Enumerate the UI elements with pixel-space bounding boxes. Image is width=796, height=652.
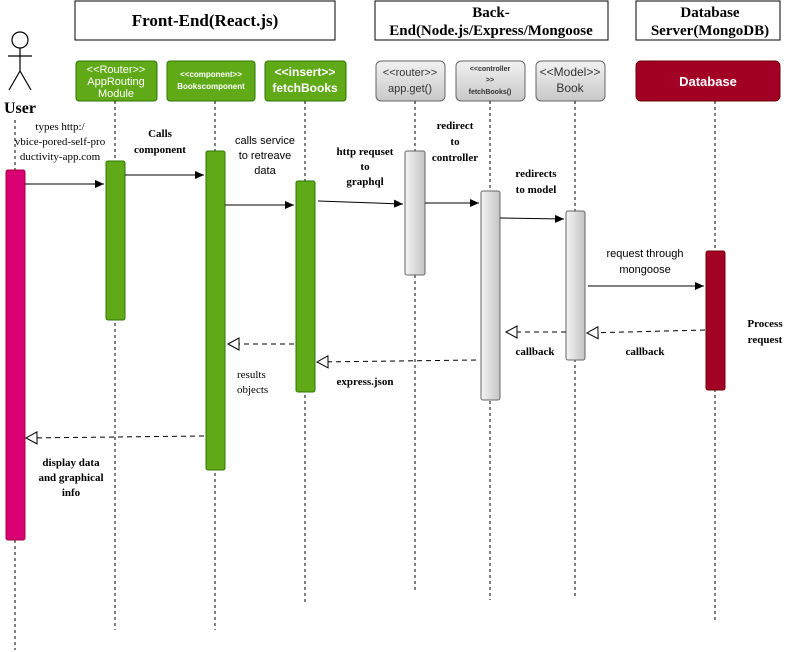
label-callback-model: callback — [515, 346, 555, 358]
label-callback-database: callback — [625, 346, 665, 358]
frontend-header-label: Front-End(React.js) — [132, 11, 279, 30]
user-actor-label: User — [4, 100, 36, 117]
label-results-objects-1: results — [237, 369, 266, 381]
label-display-data-3: info — [62, 487, 81, 499]
database-server-line1: Database — [680, 5, 740, 21]
message-labels: types http:/ vbice-pored-self-pro ductiv… — [15, 120, 784, 499]
user-actor-icon — [8, 31, 32, 91]
label-display-data-2: and graphical — [38, 472, 103, 484]
activation-bookscomponent — [205, 150, 226, 471]
activation-fetchbooks — [295, 180, 316, 393]
database-server-header: Database Server(MongoDB) — [635, 0, 781, 41]
lifeline-head-database: Database — [635, 60, 781, 102]
label-process-request-2: request — [748, 334, 783, 346]
approuting-stereotype: <<Router>> — [87, 64, 146, 76]
lifeline-head-model-book: <<Model>> Book — [535, 60, 606, 102]
label-process-request-1: Process — [747, 318, 783, 330]
label-display-data-1: display data — [42, 457, 100, 469]
label-redirects-model-2: to model — [516, 184, 557, 196]
activation-app-get — [404, 150, 426, 276]
messages-sync — [25, 171, 704, 290]
database-server-line2: Server(MongoDB) — [651, 23, 769, 39]
activation-database — [705, 250, 726, 391]
backend-header-line2: End(Node.js/Express/Mongoose — [389, 23, 593, 39]
lifeline-head-bookscomponent: <<component>> Bookscomponent — [166, 60, 256, 102]
bookscomponent-stereotype: <<component>> — [180, 70, 242, 79]
activation-controller — [480, 190, 501, 401]
label-redirect-controller-1: redirect — [437, 120, 474, 132]
label-request-mongoose-1: request through — [606, 248, 683, 260]
controller-stereotype-1: <<controller — [470, 66, 511, 73]
return-controller-to-fetchbooks — [315, 355, 477, 369]
label-redirects-model-1: redirects — [515, 168, 557, 180]
lifeline-head-fetchbooks: <<insert>> fetchBooks — [264, 60, 347, 102]
approuting-name-line1: AppRouting — [87, 76, 145, 88]
msg-controller-to-model — [499, 214, 565, 223]
label-calls-service-3: data — [254, 165, 276, 177]
label-redirect-controller-2: to — [450, 136, 460, 148]
lifeline-head-app-get: <<router>> app.get() — [375, 60, 446, 102]
lifeline-head-controller: <<controller >> fetchBooks() — [455, 60, 526, 102]
app-get-name: app.get() — [388, 83, 432, 95]
backend-header-line1: Back- — [472, 5, 510, 21]
backend-header: Back- End(Node.js/Express/Mongoose — [374, 0, 609, 41]
return-component-to-user — [24, 431, 205, 445]
lifeline-head-approuting: <<Router>> AppRouting Module — [75, 60, 158, 102]
fetchbooks-name: fetchBooks — [272, 81, 338, 95]
model-name: Book — [556, 81, 584, 95]
database-name: Database — [679, 74, 737, 89]
frontend-header: Front-End(React.js) — [74, 0, 336, 41]
activation-user — [5, 169, 26, 541]
label-types-url-1: types http:/ — [35, 121, 85, 133]
label-request-mongoose-2: mongoose — [619, 264, 670, 276]
label-types-url-3: ductivity-app.com — [20, 151, 101, 163]
model-stereotype: <<Model>> — [540, 65, 601, 79]
bookscomponent-name: Bookscomponent — [177, 82, 245, 91]
label-types-url-2: vbice-pored-self-pro — [15, 136, 106, 148]
controller-name: fetchBooks() — [469, 89, 512, 96]
label-redirect-controller-3: controller — [432, 152, 478, 164]
label-http-request-1: http requset — [337, 146, 394, 158]
activation-approuting — [105, 160, 126, 321]
label-calls-service-1: calls service — [235, 135, 295, 147]
label-results-objects-2: objects — [237, 384, 268, 396]
label-http-request-3: graphql — [346, 176, 383, 188]
label-calls-service-2: to retreave — [239, 150, 292, 162]
label-calls-component-2: component — [134, 144, 186, 156]
messages-return — [24, 325, 706, 445]
label-express-json: express.json — [337, 376, 394, 388]
return-database-to-model — [585, 325, 706, 340]
label-calls-component-1: Calls — [148, 128, 173, 140]
app-get-stereotype: <<router>> — [383, 67, 437, 79]
label-http-request-2: to — [360, 161, 370, 173]
msg-fetchbooks-to-app-get — [317, 199, 404, 208]
controller-stereotype-2: >> — [486, 77, 494, 84]
fetchbooks-stereotype: <<insert>> — [275, 65, 336, 79]
activation-model-book — [565, 210, 586, 361]
approuting-name-line2: Module — [98, 88, 134, 100]
